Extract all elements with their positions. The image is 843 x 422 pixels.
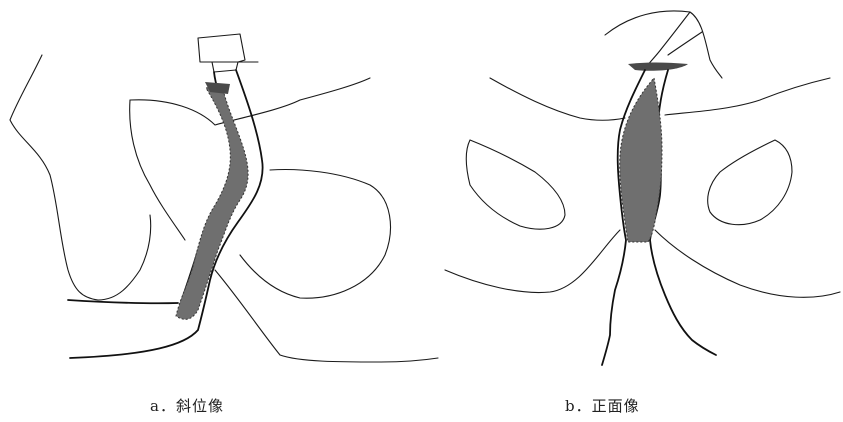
urethra-outline-right — [70, 70, 263, 358]
oblique-view-panel — [0, 0, 440, 380]
catheter-line — [645, 12, 690, 68]
frontal-view-drawing — [440, 0, 843, 380]
catheter-line-inner — [668, 32, 702, 55]
bladder-neck-outline — [198, 34, 245, 72]
pelvic-upper-arc-right — [665, 78, 830, 115]
frontal-view-panel — [440, 0, 843, 380]
contrast-filled-urethra — [176, 86, 248, 319]
obturator-right — [708, 140, 792, 225]
urethra-bulb-outline — [68, 300, 178, 303]
bone-contour-right — [240, 170, 390, 299]
pelvic-bone-outline-left — [10, 55, 151, 300]
panel-a-caption: a．斜位像 — [150, 395, 224, 416]
contrast-filled-urethra — [620, 78, 662, 242]
pubic-arc-right — [655, 230, 840, 297]
obturator-outline — [130, 100, 185, 240]
panel-b-caption: b．正面像 — [565, 395, 640, 416]
pubic-ramus-outline — [130, 78, 370, 125]
oblique-view-drawing — [0, 0, 440, 380]
bladder-neck-contrast — [628, 63, 688, 71]
obturator-left — [466, 140, 565, 229]
pubic-arc-left — [445, 230, 620, 293]
pelvic-upper-arc-left — [490, 78, 625, 120]
lower-bone-contour — [215, 270, 438, 362]
